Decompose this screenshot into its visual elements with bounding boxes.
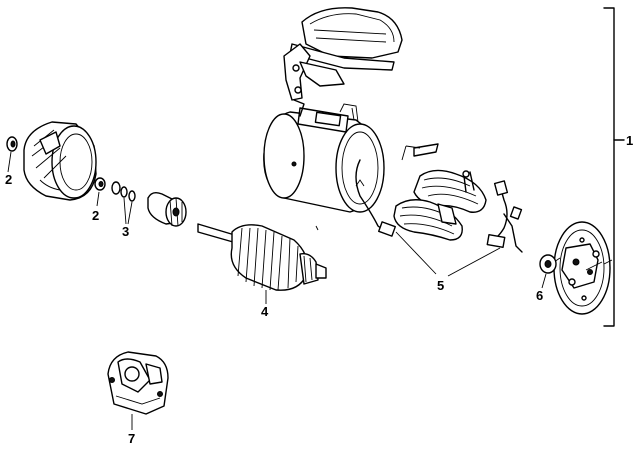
retaining-rings-3 bbox=[111, 181, 136, 225]
pinion-gear bbox=[147, 191, 187, 227]
callout-5: 5 bbox=[437, 278, 444, 293]
drive-end-housing bbox=[23, 121, 97, 201]
callout-6: 6 bbox=[536, 288, 543, 303]
bushing-2b bbox=[94, 177, 106, 207]
callout-2-center: 2 bbox=[92, 208, 99, 223]
starter-solenoid bbox=[107, 351, 169, 430]
callout-3: 3 bbox=[122, 224, 129, 239]
commutator-end-frame bbox=[553, 221, 613, 315]
bushing-6 bbox=[539, 254, 557, 289]
field-frame-housing bbox=[263, 99, 396, 237]
solenoid-cover bbox=[283, 7, 403, 101]
field-coil-brush-set bbox=[393, 143, 523, 253]
callout-4: 4 bbox=[261, 304, 269, 319]
callout-1: 1 bbox=[626, 133, 633, 148]
callout-2-left: 2 bbox=[5, 172, 12, 187]
armature bbox=[197, 223, 327, 304]
bushing-2a bbox=[6, 136, 18, 173]
assembly-bracket bbox=[603, 7, 625, 327]
callout-7: 7 bbox=[128, 431, 135, 446]
